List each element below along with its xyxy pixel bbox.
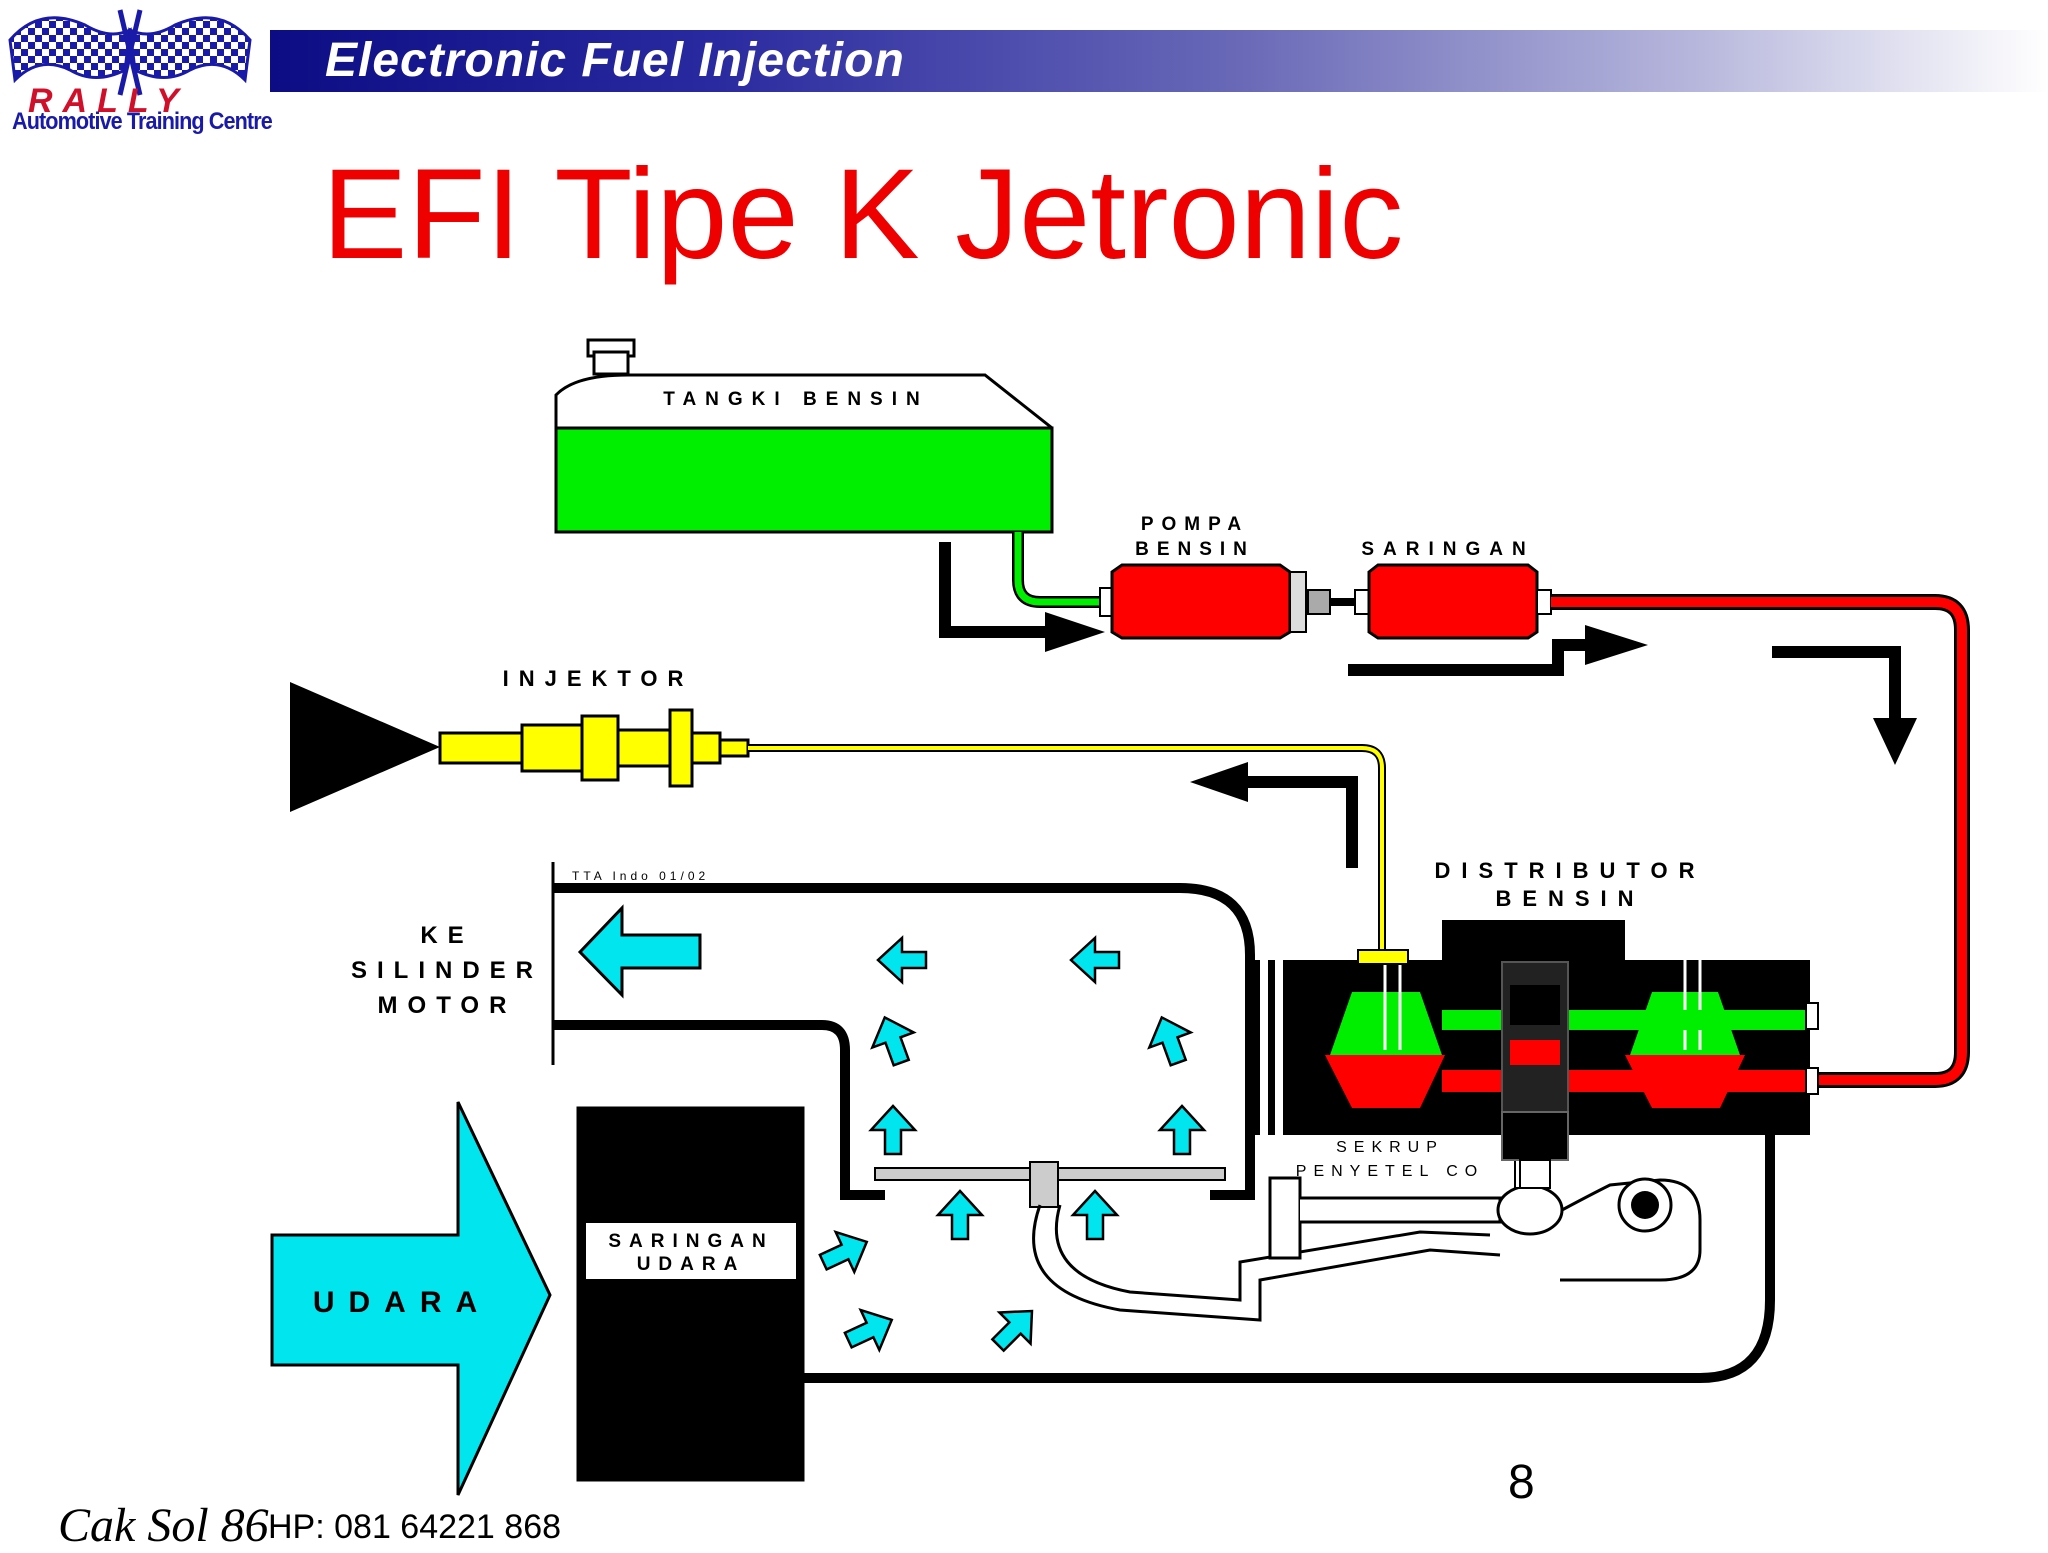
cylinder-label-line1: KE — [420, 922, 473, 949]
tank-label: TANGKI BENSIN — [663, 389, 928, 410]
distributor-label-line2: BENSIN — [1495, 886, 1644, 911]
page-number: 8 — [1508, 1456, 1535, 1509]
air-filter-label-line1: SARINGAN — [608, 1231, 773, 1252]
airflow-arrows — [818, 935, 1207, 1354]
flow-arrow — [939, 542, 1050, 638]
logo-brand: RALLY — [28, 82, 189, 120]
header-bar — [270, 30, 2048, 92]
filter-label: SARINGAN — [1361, 539, 1534, 560]
checkered-flags-icon — [8, 9, 252, 96]
header-title: Electronic Fuel Injection — [325, 34, 905, 87]
code-label: TTA Indo 01/02 — [572, 869, 709, 883]
flow-arrow — [1242, 776, 1358, 868]
slide-title: EFI Tipe K Jetronic — [322, 143, 1404, 286]
air-intake-arrow — [270, 1101, 552, 1496]
flow-arrow — [1772, 646, 1901, 720]
pump-label-line1: POMPA — [1141, 514, 1249, 535]
air-filter — [576, 1106, 805, 1482]
sensor-plate — [874, 1149, 1702, 1322]
cylinder-label-line3: MOTOR — [378, 992, 517, 1019]
screw-label-line2: PENYETEL CO — [1296, 1163, 1484, 1180]
air-filter-label-line2: UDARA — [637, 1254, 746, 1275]
fuel-pump — [1099, 563, 1368, 640]
flow-arrow — [1348, 639, 1590, 676]
air-outlet-arrow — [577, 904, 702, 999]
logo-subtitle: Automotive Training Centre — [12, 108, 273, 135]
distributor-label-line1: DISTRIBUTOR — [1435, 858, 1706, 883]
cylinder-label-line2: SILINDER — [351, 957, 543, 984]
fuel-tank — [554, 338, 1054, 534]
fuel-distributor — [1250, 920, 1819, 1189]
rally-logo: RALLY Automotive Training Centre — [0, 0, 273, 140]
injector-label: INJEKTOR — [503, 666, 694, 691]
pump-label-line2: BENSIN — [1135, 539, 1255, 560]
screw-label-line1: SEKRUP — [1336, 1139, 1444, 1156]
injector — [290, 682, 750, 812]
air-housing — [551, 862, 1775, 1383]
air-label: UDARA — [313, 1286, 491, 1319]
footer-phone: HP: 081 64221 868 — [268, 1508, 562, 1546]
fuel-filter — [1354, 563, 1552, 640]
footer-author: Cak Sol 86 — [58, 1499, 269, 1552]
